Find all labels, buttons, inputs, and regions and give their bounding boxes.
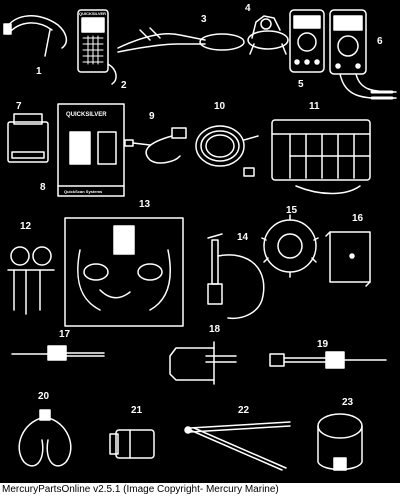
part-18-clamp-illustration (169, 341, 237, 385)
callout-12: 12 (20, 221, 32, 232)
callout-15: 15 (286, 205, 298, 216)
part-20-wire-loops-illustration (18, 409, 72, 467)
callout-18: 18 (209, 324, 221, 335)
parts-diagram: QUICKSILVER QUICKSILVER QuickScan System… (3, 9, 397, 471)
box-brand-label: QUICKSILVER (66, 112, 107, 118)
part-10-harness-illustration (195, 125, 259, 177)
callout-1: 1 (36, 66, 42, 77)
part-1-cable-illustration (3, 15, 68, 57)
part-22-spanner-illustration (184, 421, 291, 471)
callout-19: 19 (317, 339, 329, 350)
part-12-gauge-illustration (7, 246, 55, 315)
copyright-footer: MercuryPartsOnline v2.5.1 (Image Copyrig… (0, 483, 400, 497)
callout-9: 9 (149, 111, 155, 122)
part-7-module-illustration (7, 113, 49, 163)
box-footer-label: QuickScan Systems (64, 189, 103, 194)
callout-4: 4 (245, 3, 251, 14)
callout-3: 3 (201, 14, 207, 25)
callout-21: 21 (131, 405, 143, 416)
callout-16: 16 (352, 213, 364, 224)
callout-5: 5 (298, 79, 304, 90)
scanner-brand-label: QUICKSILVER (79, 11, 106, 16)
part-4-adaptor-illustration (247, 15, 289, 55)
part-13-test-kit-illustration (64, 217, 184, 327)
callout-23: 23 (342, 397, 354, 408)
part-17-probe-illustration (11, 345, 105, 361)
callout-2: 2 (121, 80, 127, 91)
part-19-driver-illustration (269, 351, 387, 369)
part-11-kit-case-illustration (271, 119, 371, 195)
callout-11: 11 (309, 101, 320, 112)
callout-22: 22 (238, 405, 250, 416)
part-8-quickscan-box-illustration (57, 103, 125, 197)
callout-6: 6 (377, 36, 383, 47)
part-9-cable-illustration (124, 127, 187, 164)
callout-7: 7 (16, 101, 22, 112)
callout-10: 10 (214, 101, 226, 112)
part-16-plate-illustration (325, 231, 371, 287)
part-5-multimeter-illustration (289, 9, 325, 73)
part-3-puller-illustration (117, 27, 245, 53)
part-2-scanner-illustration (77, 9, 117, 85)
callout-17: 17 (59, 329, 71, 340)
callout-20: 20 (38, 391, 50, 402)
part-23-housing-illustration (317, 413, 363, 471)
part-14-pump-illustration (207, 233, 265, 320)
callout-8: 8 (40, 182, 46, 193)
callout-13: 13 (139, 199, 151, 210)
callout-14: 14 (237, 232, 249, 243)
part-15-wheel-illustration (261, 214, 319, 278)
part-21-socket-illustration (109, 429, 155, 459)
part-6-multimeter-illustration (329, 9, 397, 100)
